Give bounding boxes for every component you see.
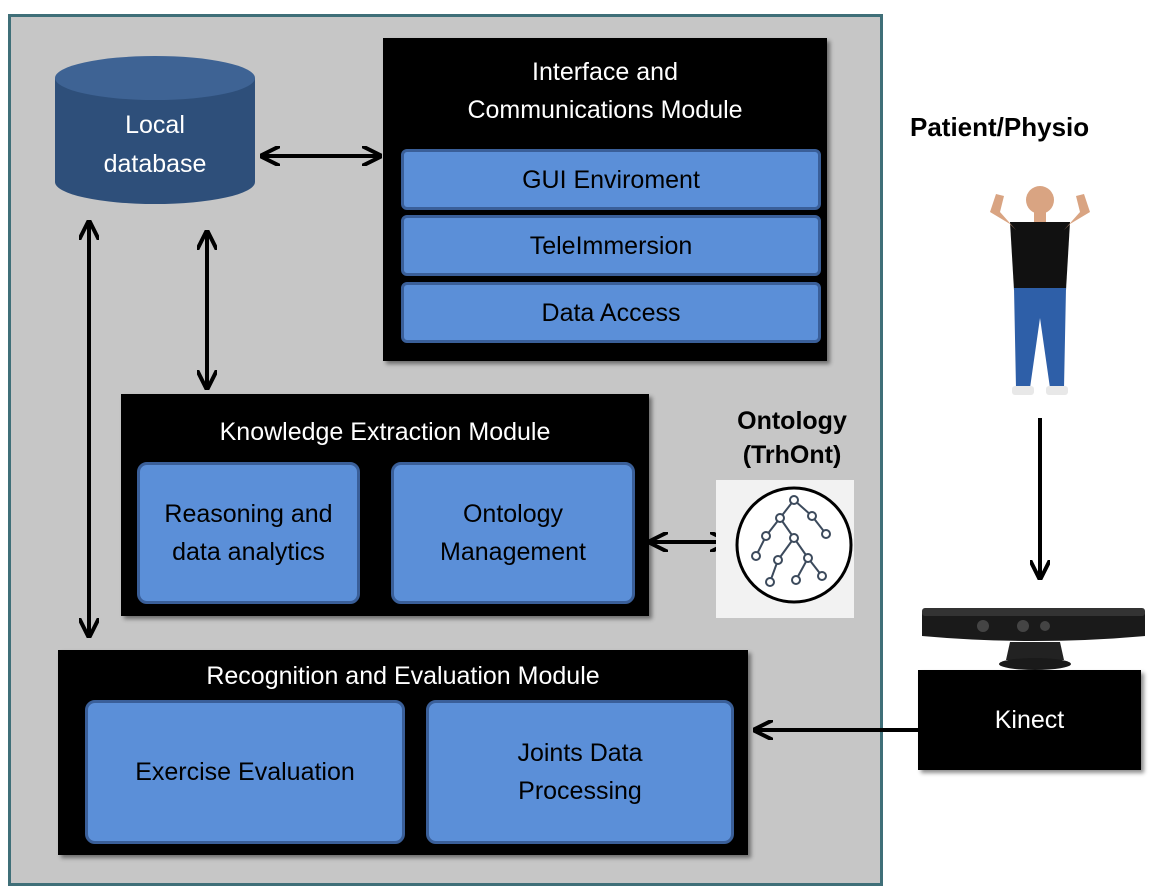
ontology-management-component: Ontology Management xyxy=(391,462,635,604)
ontology-label-line1: Ontology xyxy=(737,407,847,435)
data-access-component: Data Access xyxy=(401,282,821,343)
kinect-device-icon xyxy=(922,608,1145,670)
exercise-evaluation-component: Exercise Evaluation xyxy=(85,700,405,844)
ontology-label: Ontology (TrhOnt) xyxy=(700,404,884,472)
kinect-label: Kinect xyxy=(994,705,1065,734)
database-icon: Local database xyxy=(55,56,255,204)
database-label-line1: Local xyxy=(125,111,185,139)
knowledge-module-title: Knowledge Extraction Module xyxy=(219,418,551,446)
interface-module-title-line1: Interface and xyxy=(532,58,678,86)
interface-module-title-line2: Communications Module xyxy=(467,96,743,124)
recognition-evaluation-module: Recognition and Evaluation Module Exerci… xyxy=(58,650,748,855)
kinect-box: Kinect xyxy=(918,670,1141,770)
reasoning-analytics-component: Reasoning and data analytics xyxy=(137,462,360,604)
ontology-tree-icon xyxy=(716,480,854,618)
joints-data-processing-component: Joints Data Processing xyxy=(426,700,734,844)
knowledge-extraction-module: Knowledge Extraction Module Reasoning an… xyxy=(121,394,649,616)
recognition-module-title: Recognition and Evaluation Module xyxy=(206,662,600,690)
interface-communications-module: Interface and Communications Module GUI … xyxy=(383,38,827,361)
ontology-label-line2: (TrhOnt) xyxy=(742,441,842,469)
patient-figure-icon xyxy=(990,186,1090,395)
teleimmersion-component: TeleImmersion xyxy=(401,215,821,276)
gui-environment-component: GUI Enviroment xyxy=(401,149,821,210)
patient-physio-label: Patient/Physio xyxy=(910,112,1090,142)
database-label-line2: database xyxy=(104,150,207,178)
